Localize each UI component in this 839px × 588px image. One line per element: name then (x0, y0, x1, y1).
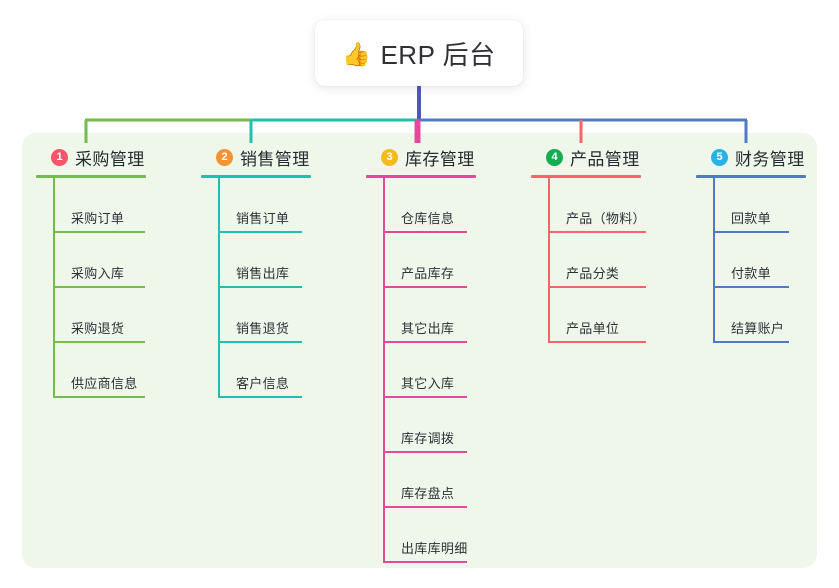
branch-item-label: 结算账户 (731, 321, 785, 336)
branch-item-underline (385, 396, 467, 398)
branch-item-underline (55, 231, 145, 233)
branch-column-4: 4 产品管理产品（物料） 产品分类产品单位 (531, 145, 646, 343)
branch-item-label: 产品分类 (566, 266, 620, 281)
branch-item-label: 其它入库 (401, 376, 455, 391)
branch-header-rule (366, 175, 476, 178)
branch-item[interactable]: 采购入库 (53, 233, 146, 288)
branch-item-label: 供应商信息 (71, 376, 138, 391)
branch-item[interactable]: 客户信息 (218, 343, 311, 398)
branch-item[interactable]: 结算账户 (713, 288, 806, 343)
branch-item-list: 回款单付款单结算账户 (696, 178, 806, 343)
branch-number-badge: 4 (546, 148, 563, 166)
branch-header-3[interactable]: 3 库存管理 (366, 145, 476, 169)
branch-item-underline (550, 341, 646, 343)
branch-item-label: 产品库存 (401, 266, 455, 281)
branch-item-label: 出库库明细 (401, 541, 468, 556)
branch-header-4[interactable]: 4 产品管理 (531, 145, 641, 169)
branch-column-5: 5 财务管理回款单付款单结算账户 (696, 145, 806, 343)
branch-item-list: 销售订单销售出库销售退货客户信息 (201, 178, 311, 398)
branch-item-label: 销售订单 (236, 211, 290, 226)
branch-item-label: 付款单 (731, 266, 771, 281)
branch-item-label: 库存调拨 (401, 431, 455, 446)
thumbs-up-icon: 👍 (342, 40, 372, 67)
branch-item[interactable]: 供应商信息 (53, 343, 146, 398)
branch-item-underline (220, 286, 302, 288)
branch-item-underline (385, 231, 467, 233)
branch-item-underline (55, 286, 145, 288)
branch-column-1: 1 采购管理采购订单采购入库采购退货供应商信息 (36, 145, 146, 398)
branch-item-list: 产品（物料） 产品分类产品单位 (531, 178, 646, 343)
branch-column-2: 2 销售管理销售订单销售出库销售退货客户信息 (201, 145, 311, 398)
branch-item[interactable]: 其它入库 (383, 343, 476, 398)
branch-header-rule (201, 175, 311, 178)
branch-item[interactable]: 产品分类 (548, 233, 646, 288)
branch-item[interactable]: 仓库信息 (383, 178, 476, 233)
root-node-title: 👍 ERP 后台 (342, 35, 495, 72)
branches-background-panel (22, 133, 817, 568)
branch-number-badge: 2 (216, 148, 233, 166)
branch-item-label: 仓库信息 (401, 211, 455, 226)
branch-header-5[interactable]: 5 财务管理 (696, 145, 806, 169)
branch-item-label: 产品单位 (566, 321, 620, 336)
branch-item-underline (385, 451, 467, 453)
branch-column-3: 3 库存管理仓库信息产品库存其它出库其它入库库存调拨库存盘点出库库明细 (366, 145, 476, 563)
branch-item[interactable]: 销售订单 (218, 178, 311, 233)
branch-item-list: 仓库信息产品库存其它出库其它入库库存调拨库存盘点出库库明细 (366, 178, 476, 563)
branch-item-underline (220, 396, 302, 398)
branch-item-label: 采购订单 (71, 211, 125, 226)
branch-item-label: 销售出库 (236, 266, 290, 281)
branch-item-underline (220, 341, 302, 343)
branch-item[interactable]: 采购订单 (53, 178, 146, 233)
branch-item-label: 采购退货 (71, 321, 125, 336)
branch-item-underline (385, 286, 467, 288)
root-title-text: ERP 后台 (380, 39, 496, 70)
branch-header-rule (36, 175, 146, 178)
root-node-card[interactable]: 👍 ERP 后台 (315, 20, 523, 86)
branch-number-badge: 5 (711, 148, 728, 166)
branch-number-badge: 1 (51, 148, 68, 166)
branch-item[interactable]: 销售出库 (218, 233, 311, 288)
branch-header-1[interactable]: 1 采购管理 (36, 145, 146, 169)
branch-number-badge: 3 (381, 148, 398, 166)
branch-item-underline (715, 341, 789, 343)
branch-item[interactable]: 出库库明细 (383, 508, 476, 563)
branch-item-underline (385, 561, 467, 563)
branch-item-underline (220, 231, 302, 233)
branch-item-label: 库存盘点 (401, 486, 455, 501)
branch-header-rule (696, 175, 806, 178)
branch-item[interactable]: 销售退货 (218, 288, 311, 343)
branch-item-label: 客户信息 (236, 376, 290, 391)
branch-item[interactable]: 其它出库 (383, 288, 476, 343)
branch-item[interactable]: 付款单 (713, 233, 806, 288)
branch-title: 产品管理 (570, 149, 640, 169)
branch-header-2[interactable]: 2 销售管理 (201, 145, 311, 169)
branch-item-underline (55, 341, 145, 343)
branch-item-underline (550, 231, 646, 233)
branch-item-label: 产品（物料） (566, 211, 646, 226)
branch-item[interactable]: 库存调拨 (383, 398, 476, 453)
branch-header-rule (531, 175, 641, 178)
branch-item[interactable]: 产品单位 (548, 288, 646, 343)
branch-item-underline (715, 286, 789, 288)
branch-title: 库存管理 (405, 149, 475, 169)
branch-item-label: 采购入库 (71, 266, 125, 281)
branch-title: 采购管理 (75, 149, 145, 169)
branch-item[interactable]: 采购退货 (53, 288, 146, 343)
branch-item-list: 采购订单采购入库采购退货供应商信息 (36, 178, 146, 398)
branch-title: 财务管理 (735, 149, 805, 169)
branch-item-underline (715, 231, 789, 233)
branch-item-label: 销售退货 (236, 321, 290, 336)
branch-item-label: 回款单 (731, 211, 771, 226)
branch-title: 销售管理 (240, 149, 310, 169)
branch-item[interactable]: 产品库存 (383, 233, 476, 288)
branch-item-underline (385, 506, 467, 508)
branch-item[interactable]: 产品（物料） (548, 178, 646, 233)
branch-item-underline (385, 341, 467, 343)
branch-item-underline (55, 396, 145, 398)
branch-item-underline (550, 286, 646, 288)
branch-item[interactable]: 回款单 (713, 178, 806, 233)
branch-item[interactable]: 库存盘点 (383, 453, 476, 508)
branch-item-label: 其它出库 (401, 321, 455, 336)
